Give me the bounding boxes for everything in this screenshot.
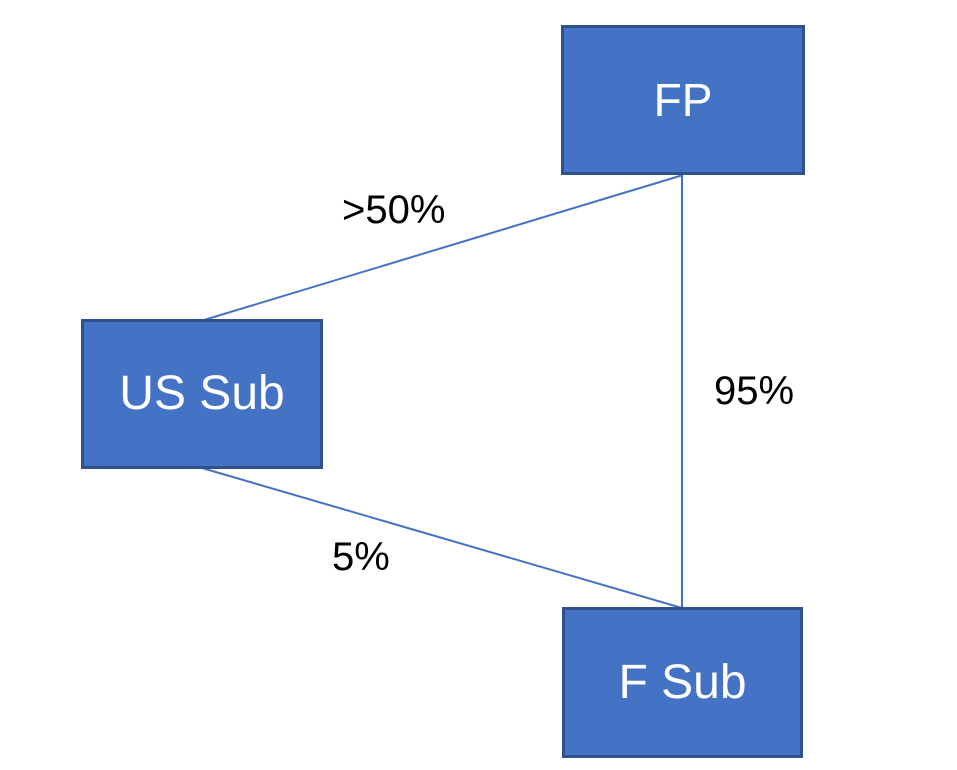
node-us-sub: US Sub	[81, 319, 323, 469]
node-fp: FP	[561, 25, 805, 175]
node-f-sub-label: F Sub	[618, 655, 747, 709]
node-f-sub: F Sub	[562, 607, 803, 758]
edge-label-us-sub-f-sub: 5%	[332, 535, 390, 579]
edge-label-fp-f-sub: 95%	[714, 369, 795, 413]
node-fp-label: FP	[653, 74, 713, 126]
node-us-sub-label: US Sub	[119, 367, 285, 420]
edge-us-sub-to-f-sub	[201, 467, 683, 609]
edge-fp-to-us-sub	[203, 174, 684, 321]
edge-label-fp-us-sub: >50%	[342, 188, 446, 232]
